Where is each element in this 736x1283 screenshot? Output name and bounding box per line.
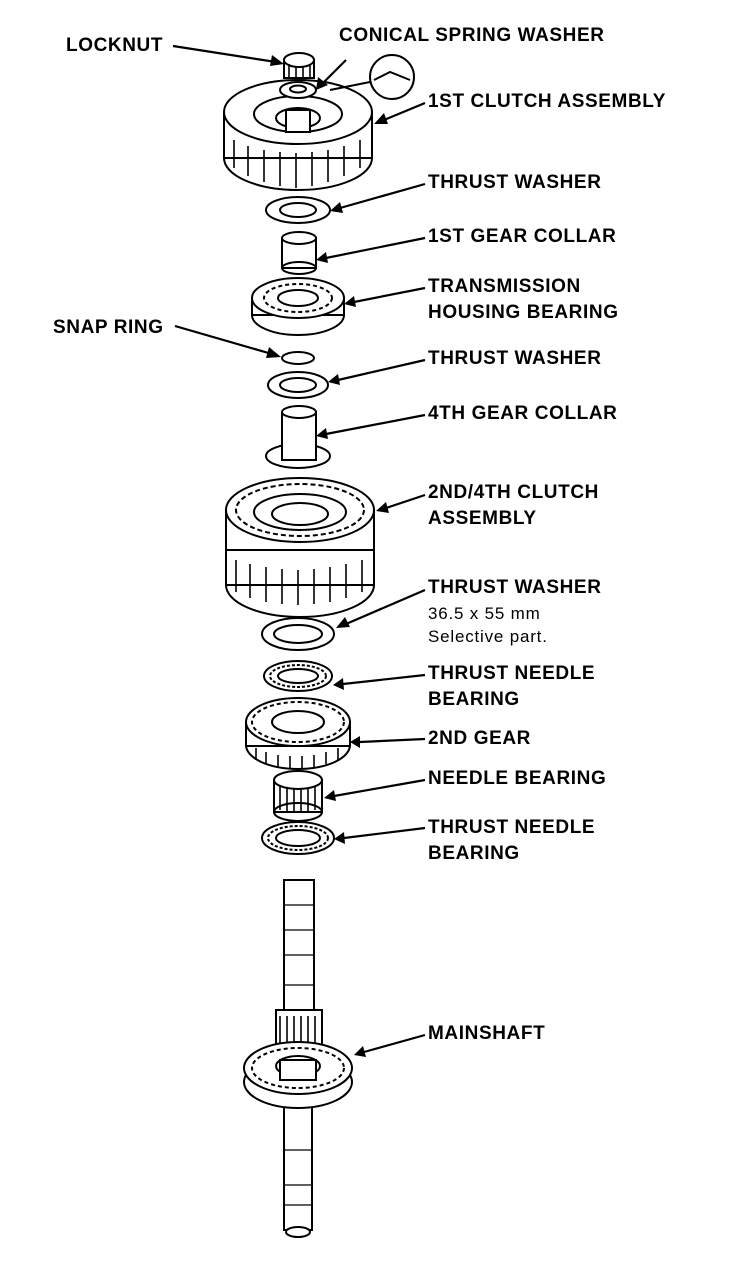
label-thrust-washer-3-size: 36.5 x 55 mm bbox=[428, 604, 541, 623]
first-gear-collar-part bbox=[281, 231, 317, 275]
thrust-washer-2-part bbox=[267, 371, 329, 399]
label-thrust-needle-bearing-1-line-2: BEARING bbox=[428, 689, 520, 710]
label-first-clutch-assembly: 1ST CLUTCH ASSEMBLY bbox=[428, 91, 667, 112]
mainshaft-gear bbox=[243, 1041, 353, 1109]
label-mainshaft: MAINSHAFT bbox=[428, 1023, 546, 1044]
label-first-gear-collar: 1ST GEAR COLLAR bbox=[428, 226, 617, 247]
label-second-gear: 2ND GEAR bbox=[428, 728, 531, 749]
label-locknut: LOCKNUT bbox=[66, 35, 164, 56]
label-thrust-needle-bearing-2-line-1: THRUST NEEDLE bbox=[428, 817, 596, 838]
label-thrust-needle-bearing-1: THRUST NEEDLE BEARING bbox=[428, 661, 595, 713]
label-second-fourth-clutch-line-2: ASSEMBLY bbox=[428, 508, 537, 529]
transmission-housing-bearing-part bbox=[251, 277, 345, 336]
thrust-needle-bearing-upper-part bbox=[263, 660, 333, 692]
leader-lines bbox=[172, 44, 426, 1057]
label-thrust-washer-2: THRUST WASHER bbox=[428, 348, 602, 369]
label-snap-ring: SNAP RING bbox=[53, 317, 164, 338]
label-thrust-needle-bearing-2: THRUST NEEDLE BEARING bbox=[428, 815, 595, 867]
thrust-washer-selective-part bbox=[261, 617, 335, 651]
label-thrust-washer-3-note: Selective part. bbox=[428, 627, 548, 646]
snap-ring-part bbox=[281, 351, 315, 365]
label-transmission-housing-bearing-line-1: TRANSMISSION bbox=[428, 276, 581, 297]
second-fourth-clutch-part bbox=[225, 477, 375, 618]
washer-detail-callout bbox=[329, 54, 415, 100]
thrust-needle-bearing-lower-part bbox=[261, 821, 335, 855]
label-fourth-gear-collar: 4TH GEAR COLLAR bbox=[428, 403, 618, 424]
label-thrust-needle-bearing-1-line-1: THRUST NEEDLE bbox=[428, 663, 596, 684]
label-thrust-washer-1: THRUST WASHER bbox=[428, 172, 602, 193]
label-conical-spring-washer: CONICAL SPRING WASHER bbox=[339, 25, 605, 46]
label-transmission-housing-bearing: TRANSMISSION HOUSING BEARING bbox=[428, 274, 619, 326]
needle-bearing-part bbox=[273, 770, 323, 822]
label-needle-bearing: NEEDLE BEARING bbox=[428, 768, 607, 789]
label-transmission-housing-bearing-line-2: HOUSING BEARING bbox=[428, 302, 619, 323]
thrust-washer-1-part bbox=[265, 196, 331, 224]
label-second-fourth-clutch-line-1: 2ND/4TH CLUTCH bbox=[428, 482, 599, 503]
label-second-fourth-clutch-assembly: 2ND/4TH CLUTCH ASSEMBLY bbox=[428, 480, 599, 532]
second-gear-part bbox=[245, 697, 351, 770]
fourth-gear-collar-part bbox=[265, 405, 331, 469]
label-thrust-needle-bearing-2-line-2: BEARING bbox=[428, 843, 520, 864]
conical-spring-washer-part bbox=[279, 81, 317, 99]
first-clutch-part bbox=[223, 79, 373, 191]
locknut-part bbox=[283, 52, 315, 79]
label-thrust-washer-3: THRUST WASHER bbox=[428, 577, 602, 598]
